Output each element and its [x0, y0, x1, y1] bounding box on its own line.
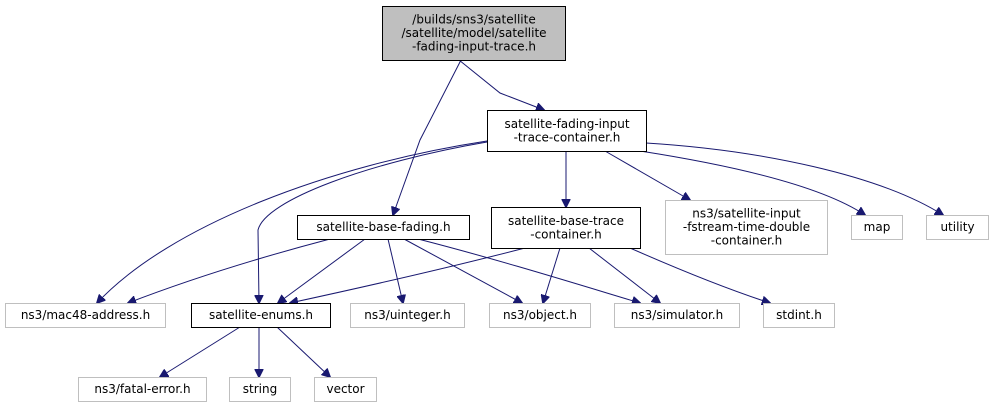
node-box: [489, 303, 591, 328]
edge-enums-to-vector: [276, 326, 330, 377]
node-vector: vector: [314, 377, 377, 402]
node-label-line: satellite-base-fading.h: [316, 220, 450, 234]
node-label-line: ns3/object.h: [503, 308, 577, 322]
node-base-trace[interactable]: satellite-base-trace-container.h: [491, 207, 641, 249]
edge-base-fading-to-simulator: [417, 238, 640, 303]
node-string: string: [229, 377, 291, 402]
node-box: [314, 377, 377, 402]
edge-enums-to-fatal-error: [160, 326, 241, 377]
node-box: [5, 303, 166, 328]
node-label-line: ns3/satellite-input: [692, 207, 801, 221]
node-fatal-error: ns3/fatal-error.h: [78, 377, 207, 402]
edge-fading-container-to-mac48: [97, 140, 488, 303]
node-fading-container[interactable]: satellite-fading-input-trace-container.h: [487, 110, 647, 152]
edge-base-fading-to-object: [403, 238, 522, 303]
node-box: [191, 303, 331, 328]
node-label-line: vector: [326, 382, 364, 396]
node-box: [763, 303, 835, 328]
node-box: [78, 377, 207, 402]
edge-base-trace-to-stdint: [629, 247, 770, 303]
nodes-layer: /builds/sns3/satellite/satellite/model/s…: [5, 6, 989, 402]
edge-fading-container-to-enums: [258, 141, 488, 303]
node-label-line: stdint.h: [776, 308, 822, 322]
node-box: [350, 303, 465, 328]
node-enums[interactable]: satellite-enums.h: [191, 303, 331, 328]
edge-fading-container-to-utility: [645, 142, 943, 215]
node-fstream: ns3/satellite-input-fstream-time-double-…: [665, 200, 828, 255]
node-root: /builds/sns3/satellite/satellite/model/s…: [382, 6, 566, 61]
node-label-line: -fstream-time-double: [683, 220, 810, 234]
node-base-fading[interactable]: satellite-base-fading.h: [297, 215, 470, 240]
node-label-line: map: [864, 220, 891, 234]
node-label-line: utility: [940, 220, 974, 234]
node-label-line: -trace-container.h: [514, 130, 621, 144]
node-label-line: /builds/sns3/satellite: [412, 13, 535, 27]
node-box: [614, 303, 740, 328]
node-label-line: ns3/simulator.h: [631, 308, 723, 322]
node-label-line: satellite-enums.h: [209, 308, 313, 322]
node-label-line: ns3/fatal-error.h: [94, 382, 190, 396]
edge-base-trace-to-object: [543, 247, 561, 303]
node-box: [297, 215, 470, 240]
node-stdint: stdint.h: [763, 303, 835, 328]
node-label-line: satellite-fading-input: [504, 117, 629, 131]
node-label-line: -fading-input-trace.h: [412, 40, 536, 54]
edge-root-to-base-fading: [393, 59, 462, 215]
edge-base-trace-to-simulator: [588, 247, 660, 303]
node-utility: utility: [926, 215, 989, 240]
edge-base-fading-to-uinteger: [387, 238, 403, 303]
node-uinteger: ns3/uinteger.h: [350, 303, 465, 328]
node-box: [382, 6, 566, 61]
edge-base-trace-to-enums: [290, 247, 526, 303]
node-label-line: -container.h: [530, 227, 602, 241]
edge-root-to-fading-container: [458, 59, 544, 110]
edges-layer: [97, 59, 943, 377]
edge-fading-container-to-map: [639, 150, 865, 215]
edge-base-fading-to-mac48: [128, 238, 331, 303]
node-label-line: satellite-base-trace: [508, 214, 624, 228]
node-label-line: ns3/mac48-address.h: [21, 308, 150, 322]
node-box: [491, 207, 641, 249]
node-label-line: -container.h: [711, 234, 783, 248]
edge-fading-container-to-fstream: [604, 150, 690, 200]
node-mac48: ns3/mac48-address.h: [5, 303, 166, 328]
node-simulator: ns3/simulator.h: [614, 303, 740, 328]
node-box: [851, 215, 903, 240]
node-label-line: ns3/uinteger.h: [364, 308, 450, 322]
edge-base-fading-to-enums: [278, 238, 366, 303]
node-label-line: string: [243, 382, 277, 396]
node-box: [487, 110, 647, 152]
node-box: [926, 215, 989, 240]
node-map: map: [851, 215, 903, 240]
node-box: [665, 200, 828, 255]
node-label-line: /satellite/model/satellite: [401, 26, 546, 40]
node-box: [229, 377, 291, 402]
node-object: ns3/object.h: [489, 303, 591, 328]
